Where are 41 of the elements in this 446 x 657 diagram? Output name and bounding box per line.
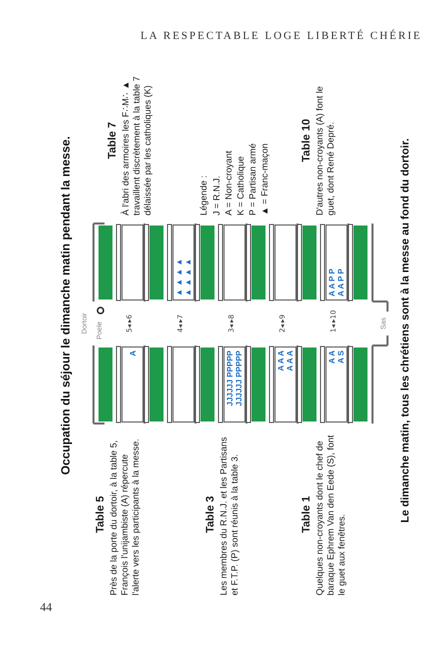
occupant-marks: A A P P [336,268,346,296]
diagram-title: Occupation du séjour le dimanche matin pendant la messe. [58,135,74,477]
dining-table [122,224,144,300]
dining-table [172,224,194,300]
table-heading: Table 3 [204,494,218,536]
occupant-marks: A A A [276,350,286,372]
occupant-marks: ▲ ▲ ▲ ▲ [184,258,192,296]
table-heading: Table 1 [300,494,314,536]
legend-entry: J = R.N.J. [212,174,222,216]
legend-entry: Légende : [198,174,210,216]
occupant-marks: JJJJJJ PPPPP [226,350,234,406]
occupant-marks: A A P P [328,268,336,296]
table-heading: Table 7 [106,120,120,162]
annotation-text: À l'abri des armoires les F∴M∴ ▲ travaillent discrètement à la table 7 délaissée par les catholiques (K) [120,75,154,216]
dining-table [274,224,296,300]
dining-table [224,346,246,422]
dining-table [326,346,348,422]
page-number: 44 [40,599,52,616]
dining-table [172,346,194,422]
annotation-text: Les membres du R.N.J. et les Partisans et F.T.P. (P) sont réunis à la table 3. [218,436,240,596]
occupant-marks: A A A [286,350,294,372]
annotation-text: Près de la porte du dortoir, à la table 5, François l'unijambiste (A) répercute l'alerte vers les participants à la messe. [108,438,142,596]
annotation-text: Quelques non-croyants dont le chef de baraque Ephrem Van den Eede (S), font le guet aux fenêtres. [314,434,348,596]
table-heading: Table 5 [94,494,108,536]
occupant-marks: ▲ ▲ ▲ ▲ [174,258,184,296]
annotation-text: D'autres non-croyants (A) font le guet, dont René Depré. [314,85,336,216]
caption: Le dimanche matin, tous les chrétiens sont à la messe au fond du dortoir. [398,137,412,525]
occupant-marks: A S [336,350,346,364]
dining-table [224,224,246,300]
table-heading: Table 10 [300,118,314,164]
dining-table [274,346,296,422]
legend-entry: P = Partisan armé [248,142,258,216]
occupant-marks: A A [328,350,336,364]
dining-table [122,346,144,422]
legend-entry: K = Catholique [236,155,246,216]
occupant-marks: A [128,350,137,356]
running-header: LA RESPECTABLE LOGE LIBERTÉ CHÉRIE [140,28,422,44]
legend-entry: A = Non-croyant [224,150,234,216]
occupant-marks: JJJJJJ PPPPP [234,350,244,406]
legend-entry: ▲ = Franc-maçon [260,142,270,216]
dining-table [326,224,348,300]
